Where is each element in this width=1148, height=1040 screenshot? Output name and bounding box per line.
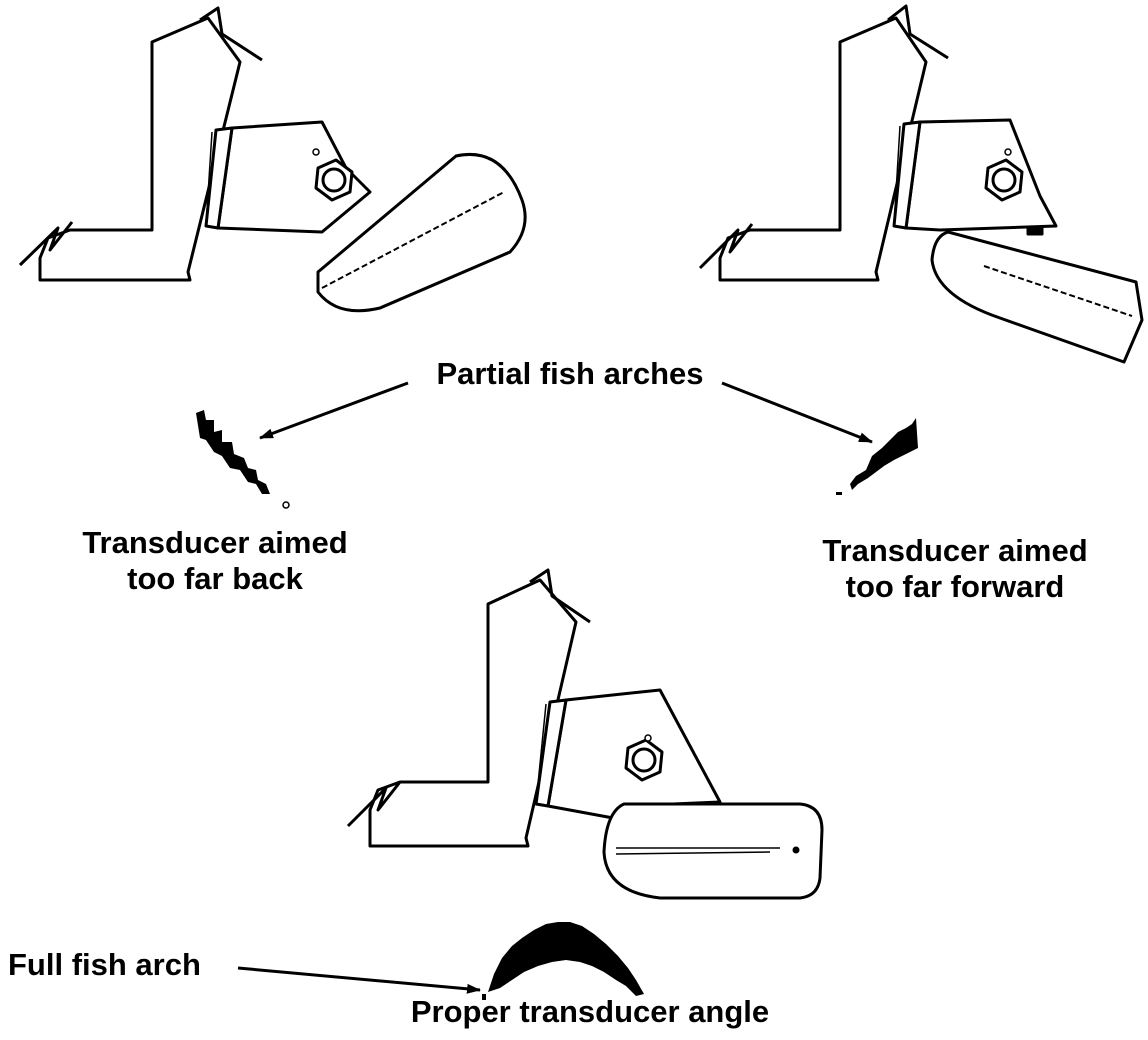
label-full-fish-arch: Full fish arch bbox=[8, 947, 201, 982]
label-aimed-too-far-forward: Transducer aimed too far forward bbox=[770, 533, 1140, 605]
partial-fish-arch-back bbox=[196, 410, 290, 509]
transducer-aimed-back-illustration bbox=[18, 6, 527, 313]
transducer-aimed-forward-illustration bbox=[698, 4, 1144, 364]
transducer-proper-angle-illustration bbox=[346, 568, 824, 900]
partial-fish-arch-forward bbox=[836, 418, 918, 495]
label-aimed-back-line2: too far back bbox=[127, 561, 303, 596]
full-fish-arch bbox=[482, 922, 644, 1000]
arrow-to-back-arch bbox=[259, 381, 409, 440]
label-aimed-forward-line2: too far forward bbox=[845, 569, 1065, 604]
label-aimed-too-far-back: Transducer aimed too far back bbox=[30, 525, 400, 597]
callout-arrows bbox=[237, 381, 873, 994]
label-proper-transducer-angle: Proper transducer angle bbox=[410, 994, 770, 1029]
arrow-to-forward-arch bbox=[721, 381, 873, 444]
label-aimed-back-line1: Transducer aimed bbox=[82, 525, 348, 560]
label-aimed-forward-line1: Transducer aimed bbox=[822, 533, 1088, 568]
arrow-to-full-arch bbox=[237, 966, 481, 994]
label-partial-fish-arches: Partial fish arches bbox=[436, 356, 704, 391]
